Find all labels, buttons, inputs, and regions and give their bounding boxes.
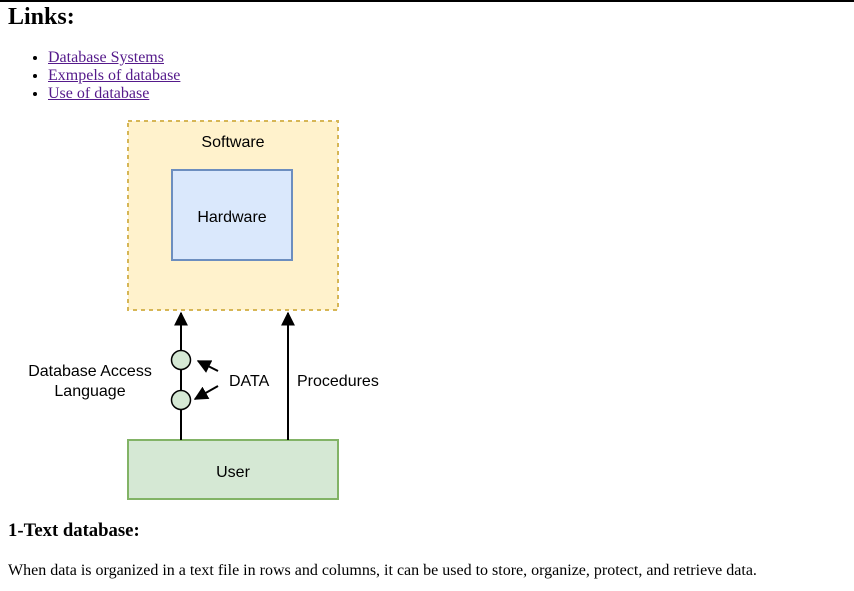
access-language-label-line1: Database Access — [28, 363, 152, 380]
link-examples-of-database[interactable]: Exmpels of database — [48, 67, 181, 84]
list-item: Database Systems — [48, 49, 180, 67]
section-paragraph: When data is organized in a text file in… — [8, 562, 757, 579]
list-item: Exmpels of database — [48, 67, 180, 85]
user-box — [127, 439, 339, 500]
links-list: Database Systems Exmpels of database Use… — [8, 49, 180, 103]
access-language-label-line2: Language — [54, 383, 125, 400]
data-arrow-top — [196, 360, 219, 373]
list-item: Use of database — [48, 85, 180, 103]
data-connector-top — [170, 349, 192, 371]
hardware-label: Hardware — [197, 209, 266, 226]
top-divider — [0, 0, 854, 2]
links-heading: Links: — [8, 4, 75, 30]
data-connector-bottom — [170, 389, 192, 411]
hardware-box — [171, 169, 293, 261]
data-label: DATA — [229, 373, 270, 390]
procedures-label: Procedures — [297, 373, 379, 390]
link-use-of-database[interactable]: Use of database — [48, 85, 150, 102]
section-heading: 1-Text database: — [8, 520, 140, 541]
database-system-diagram: Software Hardware User Database Access L… — [28, 120, 379, 500]
user-label: User — [216, 464, 250, 481]
software-label: Software — [201, 134, 264, 151]
data-arrow-bottom — [193, 385, 219, 400]
link-database-systems[interactable]: Database Systems — [48, 49, 164, 66]
